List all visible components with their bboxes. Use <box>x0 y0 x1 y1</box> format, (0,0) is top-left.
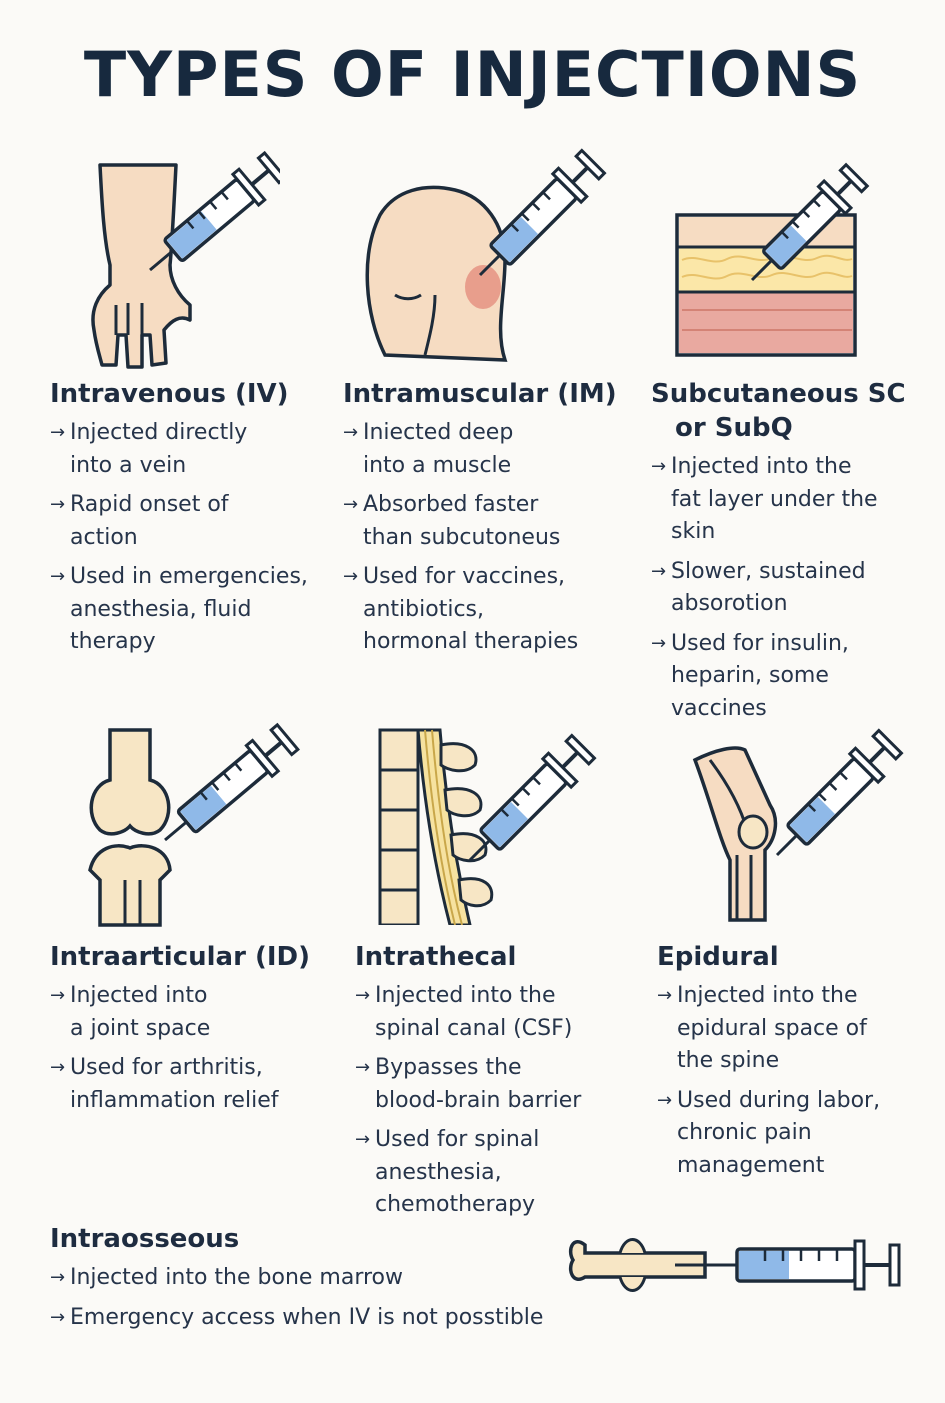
arrow-right-icon: → <box>343 422 359 443</box>
arrow-right-icon: → <box>50 985 66 1006</box>
arrow-right-icon: → <box>355 1129 371 1150</box>
arrow-right-icon: → <box>50 494 66 515</box>
page-title: TYPES OF INJECTIONS <box>83 38 862 111</box>
skin-layers-syringe-icon <box>675 162 870 357</box>
arrow-right-icon: → <box>651 632 667 654</box>
bullet: →Injected into the bone marrow <box>50 1262 570 1295</box>
arrow-right-icon: → <box>50 1306 66 1328</box>
arrow-right-icon: → <box>50 422 66 443</box>
arrow-right-icon: → <box>651 560 667 582</box>
hand-syringe-icon <box>91 150 280 369</box>
shoulder-syringe-icon <box>365 148 607 362</box>
arrow-right-icon: → <box>343 566 359 587</box>
knee-syringe-icon <box>692 728 904 922</box>
heading: Intraosseous <box>50 1224 240 1254</box>
bullet: →Emergency access when IV is not posstib… <box>50 1302 570 1335</box>
arrow-right-icon: → <box>50 566 66 587</box>
arrow-right-icon: → <box>355 1057 371 1078</box>
arrow-right-icon: → <box>657 985 673 1006</box>
heading: Epidural <box>657 942 779 972</box>
bone-syringe-icon <box>568 1238 901 1292</box>
type-intraosseous: Intraosseous →Injected into the bone mar… <box>50 1222 570 1341</box>
bullet: →Used for vaccines,antibiotics,hormonal … <box>343 561 638 659</box>
heading: Intrathecal <box>355 942 517 972</box>
heading: Intraarticular (ID) <box>50 942 310 972</box>
bullet: →Used for arthritis,inflammation relief <box>50 1052 345 1117</box>
arrow-right-icon: → <box>343 494 359 515</box>
arrow-right-icon: → <box>651 456 667 477</box>
joint-syringe-icon <box>88 722 300 927</box>
heading: Intramuscular (IM) <box>343 379 617 409</box>
arrow-right-icon: → <box>50 1267 66 1288</box>
arrow-right-icon: → <box>657 1089 673 1111</box>
spine-syringe-icon <box>378 728 597 925</box>
heading: Intravenous (IV) <box>50 379 289 409</box>
arrow-right-icon: → <box>50 1057 66 1078</box>
arrow-right-icon: → <box>355 985 371 1006</box>
